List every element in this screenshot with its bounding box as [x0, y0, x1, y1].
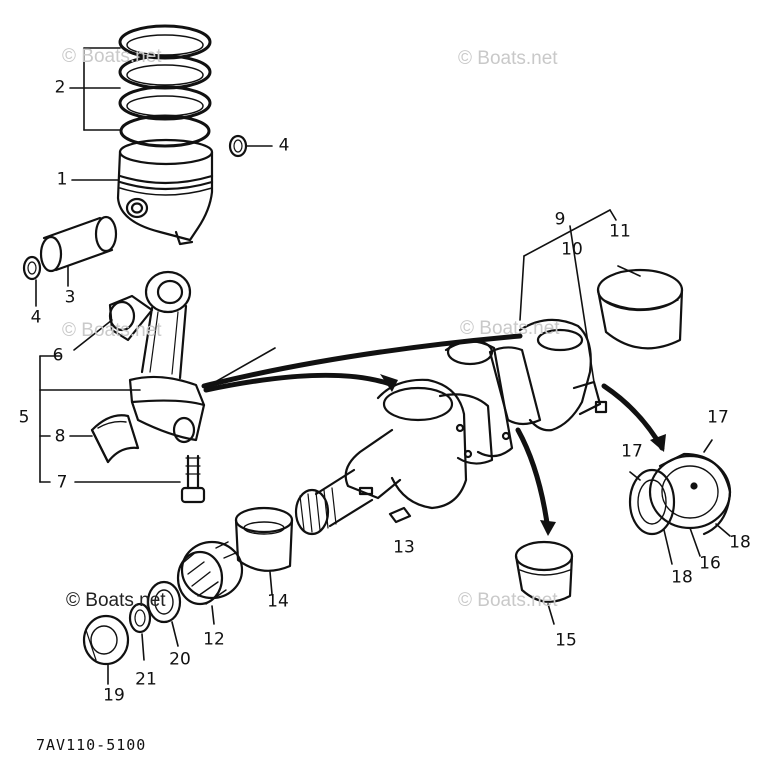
callout-17a: 17	[707, 407, 729, 428]
callout-14: 14	[267, 591, 289, 612]
callout-10: 10	[561, 239, 583, 260]
watermark: © Boats.net	[62, 46, 162, 67]
callout-8: 8	[54, 426, 66, 447]
crankshaft	[294, 318, 608, 536]
callout-21: 21	[135, 669, 157, 690]
bearing-14	[234, 506, 294, 595]
callout-18a: 18	[729, 532, 751, 553]
callout-11: 11	[609, 221, 631, 242]
oil-seal-19	[82, 614, 130, 685]
callout-7: 7	[56, 472, 68, 493]
big-end-bearing	[90, 414, 140, 464]
leader-lines	[35, 145, 276, 387]
callout-16: 16	[699, 553, 721, 574]
bracket-9	[519, 209, 641, 383]
watermark: © Boats.net	[62, 320, 162, 341]
arrows	[201, 333, 665, 533]
main-bearing-11	[596, 268, 684, 350]
callout-20: 20	[169, 649, 191, 670]
watermark: © Boats.net	[458, 590, 558, 611]
callout-12: 12	[203, 629, 225, 650]
circlip-lower	[22, 255, 42, 281]
bracket-5	[39, 319, 181, 483]
callout-1: 1	[56, 169, 68, 190]
bracket-2	[69, 47, 121, 131]
circlip-upper	[228, 134, 248, 158]
callout-19: 19	[103, 685, 125, 706]
gear-12	[176, 540, 244, 625]
callout-17b: 17	[621, 441, 643, 462]
connecting-rod	[128, 270, 206, 444]
piston-pin	[39, 215, 118, 273]
callout-6: 6	[52, 345, 64, 366]
watermark: © Boats.net	[458, 48, 558, 69]
watermark: © Boats.net	[460, 318, 560, 339]
bearing-set-16-18	[628, 439, 732, 565]
callout-4a: 4	[278, 135, 290, 156]
callout-18b: 18	[671, 567, 693, 588]
drawing-code: 7AV110-5100	[36, 736, 147, 754]
conrod-bolt	[180, 454, 206, 504]
callout-9: 9	[554, 209, 566, 230]
piston	[116, 138, 214, 246]
circlip-21	[128, 602, 152, 661]
callout-3: 3	[64, 287, 76, 308]
woodruff-key-13	[388, 506, 412, 524]
callout-4b: 4	[30, 307, 42, 328]
callout-5: 5	[18, 407, 30, 428]
piston-rings	[118, 24, 212, 148]
arrow-heads	[380, 374, 666, 536]
watermark: © Boats.net	[66, 590, 166, 611]
small-end-bearing	[108, 294, 154, 342]
bearing-15	[514, 540, 574, 625]
callout-15: 15	[555, 630, 577, 651]
callout-2: 2	[54, 77, 66, 98]
washer-20	[146, 580, 182, 647]
callout-13: 13	[393, 537, 415, 558]
